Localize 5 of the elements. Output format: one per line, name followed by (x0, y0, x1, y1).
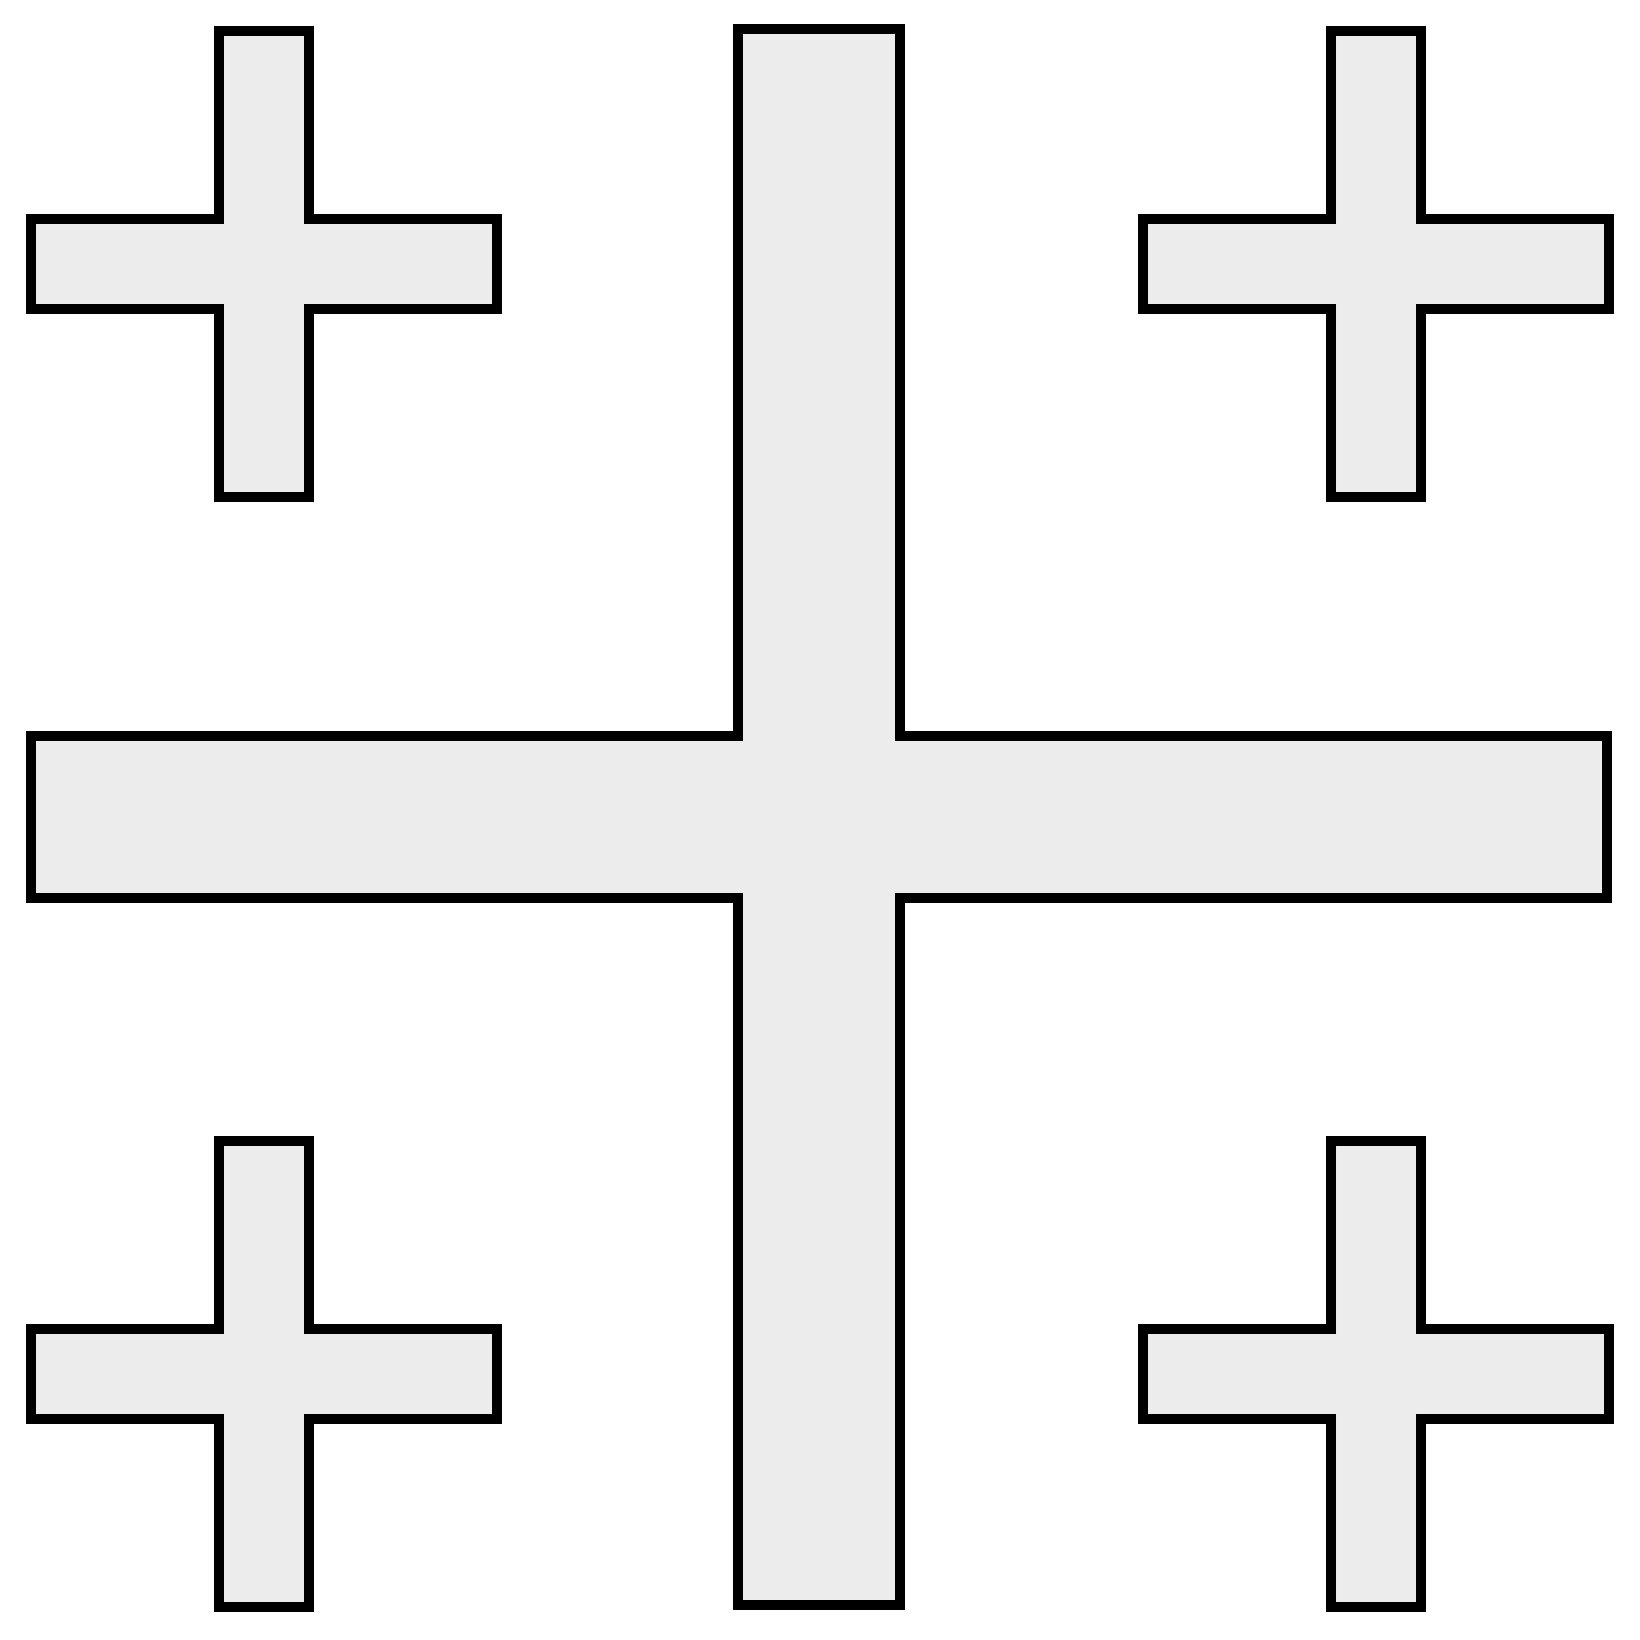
cross-shape (26, 24, 1612, 1610)
cross-shape (1138, 1136, 1614, 1612)
cross-shape (26, 26, 502, 502)
cross-shape (26, 1136, 502, 1612)
cross-shape (1138, 26, 1614, 502)
